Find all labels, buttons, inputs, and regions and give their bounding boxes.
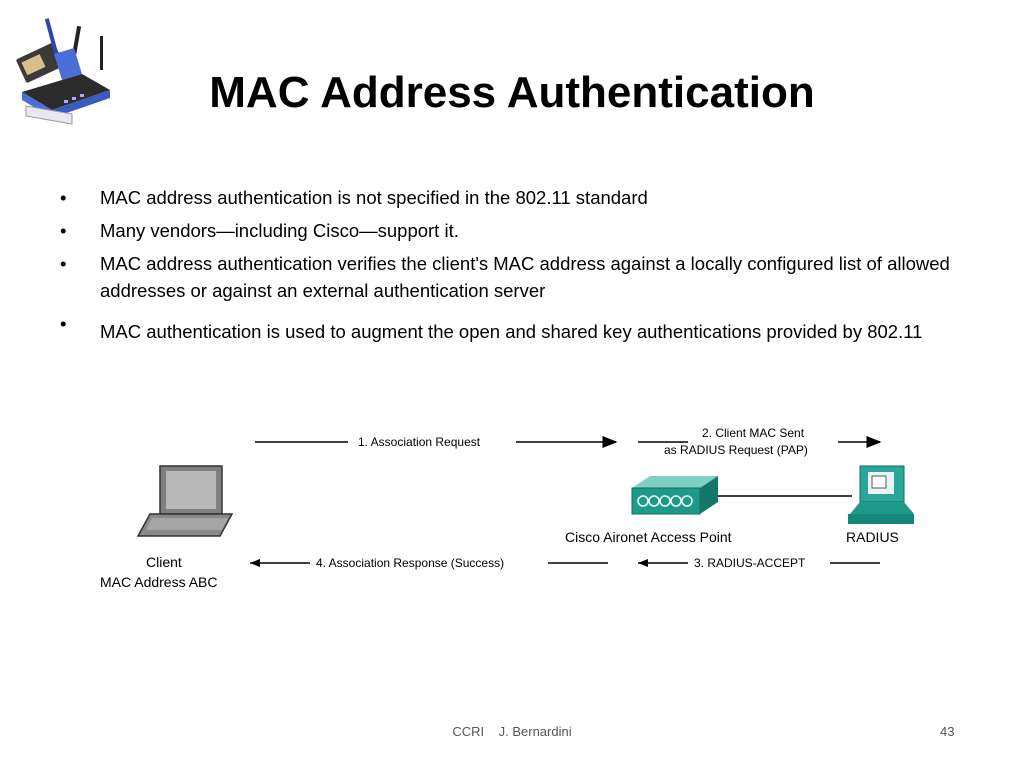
bullet-item: • MAC authentication is used to augment … (60, 310, 980, 354)
laptop-icon (136, 465, 234, 537)
bullet-marker: • (60, 220, 67, 241)
bullet-text: Many vendors—including Cisco—support it. (100, 220, 459, 241)
left-arrowhead (250, 559, 260, 567)
radius-label: RADIUS (846, 529, 899, 545)
step1-label: 1. Association Request (358, 435, 481, 449)
bullet-marker: • (60, 253, 67, 274)
wireless-router-icon (16, 18, 110, 125)
bullet-text: MAC authentication is used to augment th… (100, 321, 923, 342)
bullet-item: • Many vendors—including Cisco—support i… (60, 217, 980, 244)
left-arrowhead (638, 559, 648, 567)
slide-title: MAC Address Authentication (209, 68, 815, 117)
radius-server-icon (848, 465, 914, 524)
ap-label: Cisco Aironet Access Point (565, 529, 732, 545)
bullet-item: • MAC address authentication verifies th… (60, 250, 980, 304)
bullet-marker: • (60, 187, 67, 208)
step3-label: 3. RADIUS-ACCEPT (694, 556, 806, 570)
step4-label: 4. Association Response (Success) (316, 556, 504, 570)
client-label: Client (146, 554, 182, 570)
access-point-icon (631, 476, 718, 515)
footer-text: CCRI J. Bernardini (452, 724, 572, 739)
client-mac-label: MAC Address ABC (100, 574, 218, 590)
step2-label-line1: 2. Client MAC Sent (702, 426, 805, 440)
bullet-list: • MAC address authentication is not spec… (60, 184, 980, 360)
bullet-text: MAC address authentication is not specif… (100, 187, 648, 208)
authentication-flow-diagram: 1. Association Request 2. Client MAC Sen… (100, 426, 914, 590)
bullet-item: • MAC address authentication is not spec… (60, 184, 980, 211)
bullet-marker: • (60, 313, 67, 334)
bullet-text: MAC address authentication verifies the … (100, 253, 950, 301)
step2-label-line2: as RADIUS Request (PAP) (664, 443, 808, 457)
page-number: 43 (940, 724, 955, 739)
